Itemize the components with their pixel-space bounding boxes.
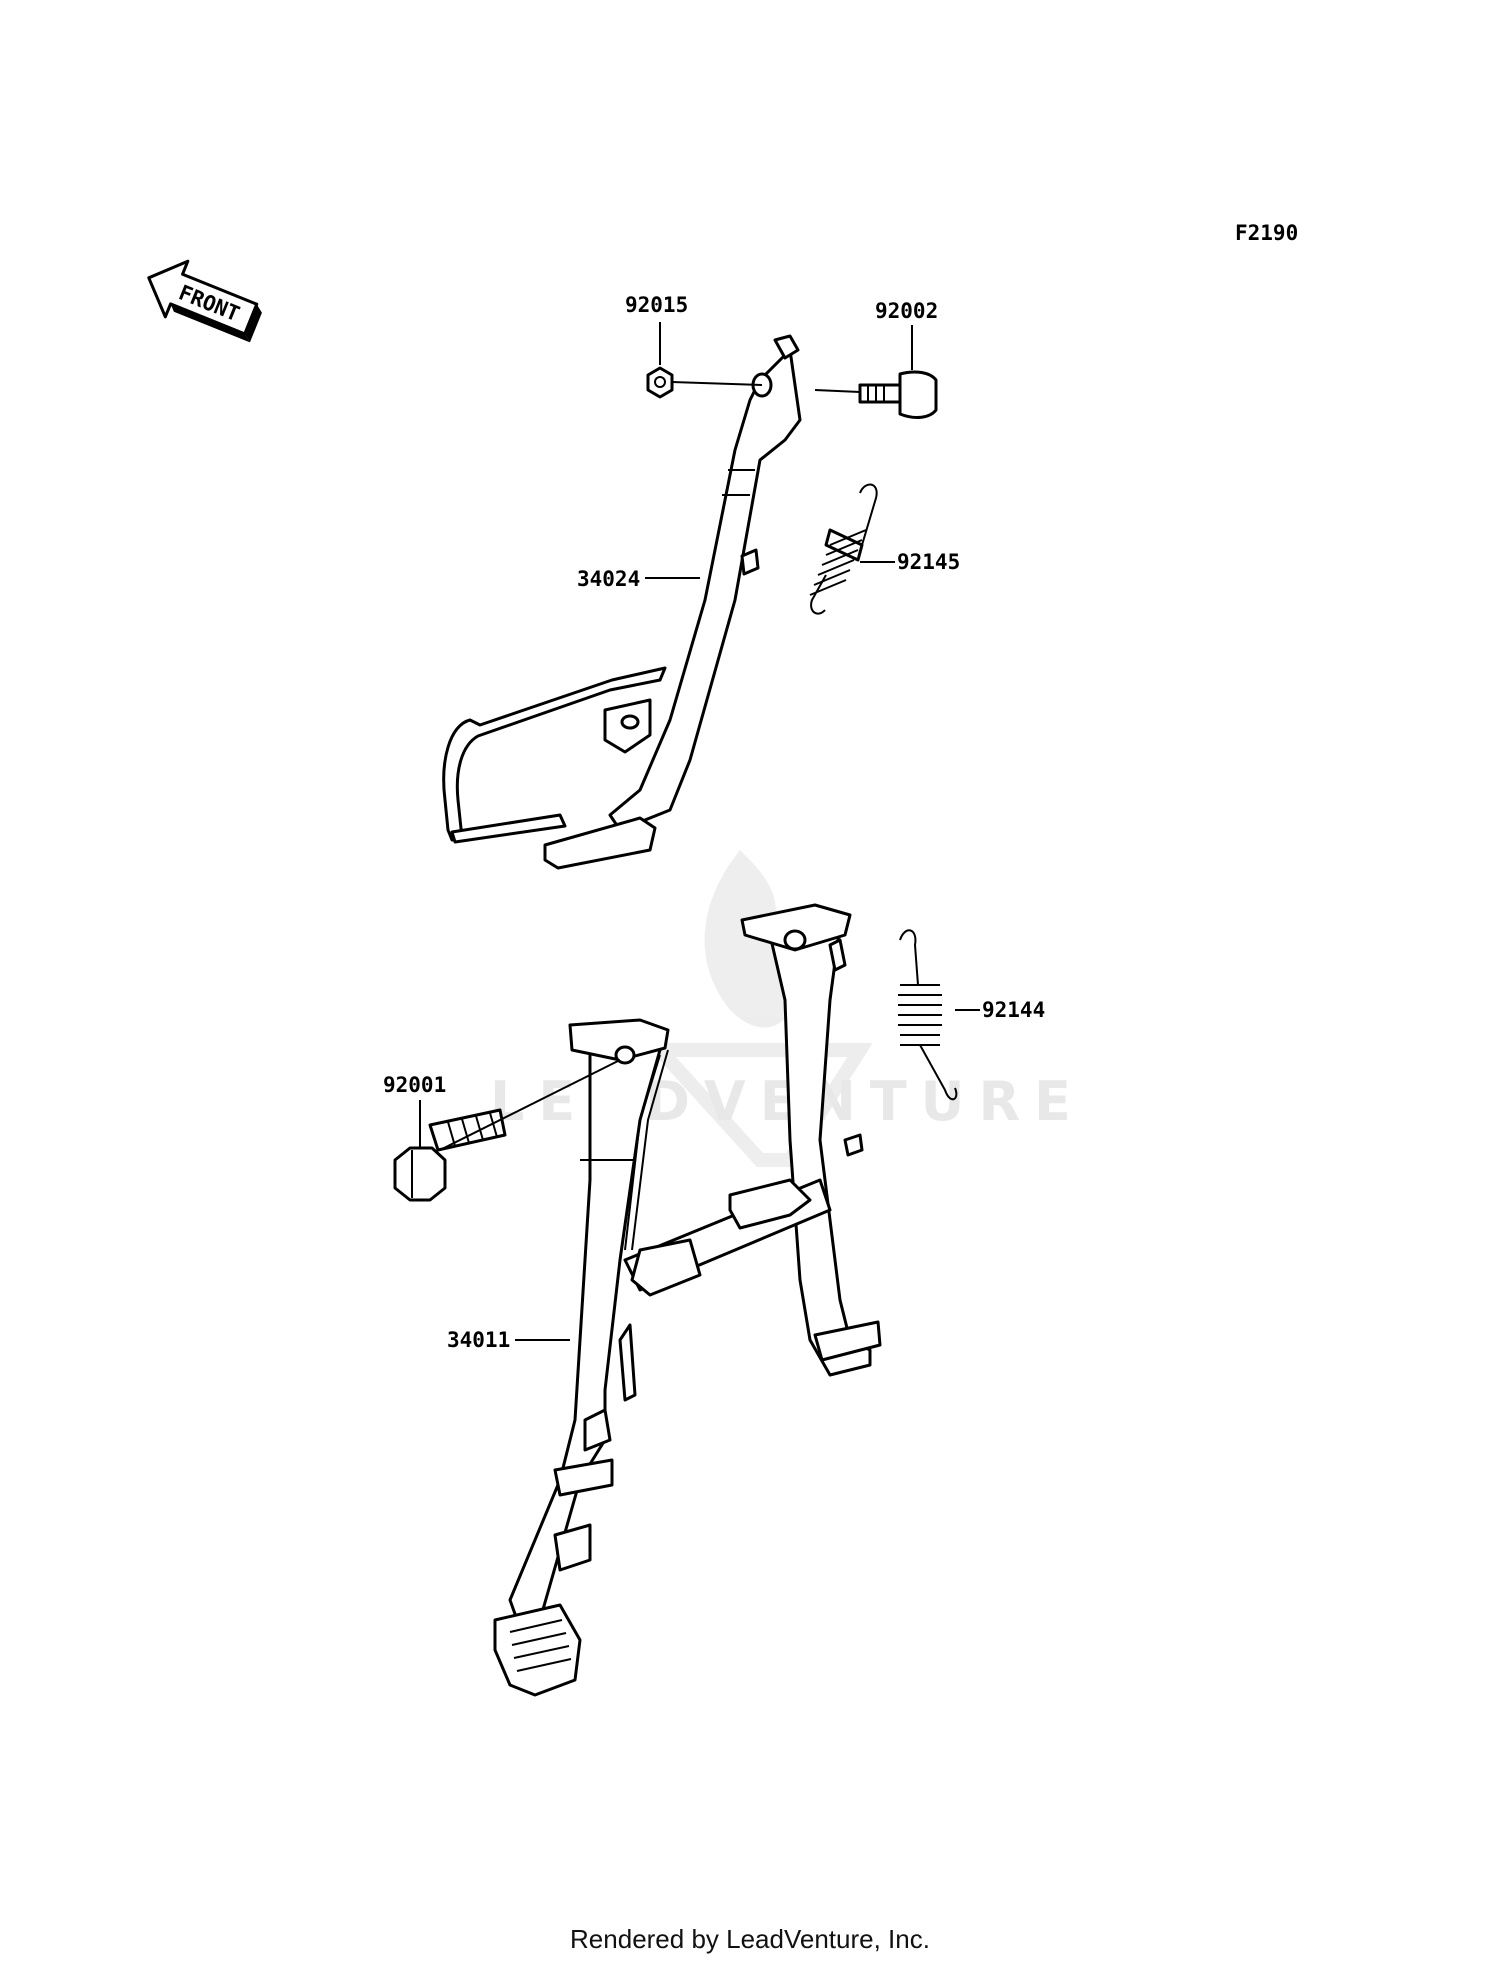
- spring-92144[interactable]: [898, 929, 958, 1101]
- part-number-92002[interactable]: 92002: [875, 299, 938, 323]
- bolt-92001[interactable]: [393, 1108, 507, 1202]
- center-stand-34011[interactable]: [493, 903, 882, 1697]
- part-number-92001[interactable]: 92001: [383, 1073, 446, 1097]
- leader-lines: [419, 322, 980, 1341]
- side-stand-34024[interactable]: [442, 334, 802, 870]
- bolt-92002[interactable]: [858, 370, 938, 419]
- spring-92145[interactable]: [809, 483, 878, 615]
- nut-92015[interactable]: [646, 366, 674, 399]
- part-number-92145[interactable]: 92145: [897, 550, 960, 574]
- front-arrow-icon: FRONT: [147, 259, 262, 343]
- part-number-34024[interactable]: 34024: [577, 567, 640, 591]
- figure-code: F2190: [1235, 221, 1298, 245]
- part-number-34011[interactable]: 34011: [447, 1328, 510, 1352]
- part-number-92015[interactable]: 92015: [625, 293, 688, 317]
- part-number-92144[interactable]: 92144: [982, 998, 1045, 1022]
- watermark-text: LEADVENTURE: [490, 1070, 1085, 1133]
- render-credit: Rendered by LeadVenture, Inc.: [570, 1924, 930, 1954]
